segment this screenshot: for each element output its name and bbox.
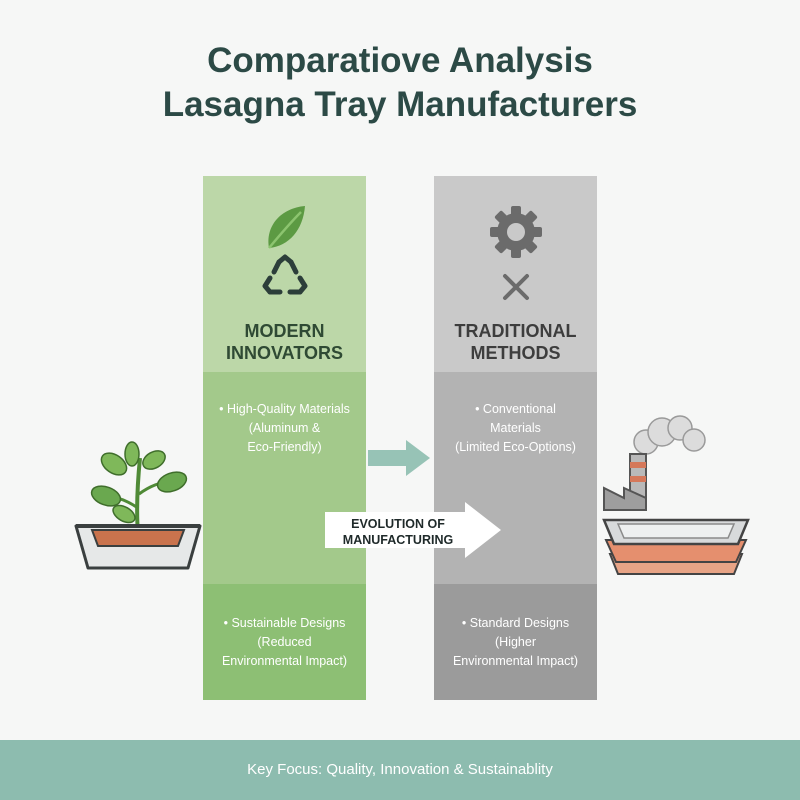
factory-trays-icon [602,415,750,575]
evolution-arrow: EVOLUTION OF MANUFACTURING [325,502,501,558]
traditional-methods-heading: TRADITIONAL METHODS [454,321,577,363]
recycle-icon [262,254,308,295]
evolution-label: EVOLUTION OF MANUFACTURING [342,517,454,547]
traditional-materials-panel [434,372,597,584]
leaf-icon [268,206,305,249]
modern-innovators-heading: MODERN INNOVATORS [225,321,343,363]
traditional-designs-text: • Standard Designs (Higher Environmental… [452,616,579,668]
title-line-2: Lasagna Tray Manufacturers [162,85,638,124]
plant-tray-icon [74,441,202,570]
transition-arrow-icon [368,440,430,476]
key-focus-text: Key Focus: Quality, Innovation & Sustain… [247,761,553,778]
modern-designs-text: • Sustainable Designs (Reduced Environme… [221,616,348,668]
traditional-materials-text: • Conventional Materials (Limited Eco-Op… [455,402,576,454]
x-mark-icon [503,274,529,300]
evolution-arrow-shape [325,502,501,558]
modern-designs-panel [203,584,366,700]
traditional-methods-column: TRADITIONAL METHODS • Conventional Mater… [434,176,597,700]
title-line-1: Comparatiove Analysis [207,41,593,80]
modern-header-panel [203,176,366,372]
gear-icon [490,206,542,258]
modern-materials-text: • High-Quality Materials (Aluminum & Eco… [219,402,350,454]
key-focus-banner: Key Focus: Quality, Innovation & Sustain… [0,740,800,800]
traditional-designs-panel [434,584,597,700]
modern-materials-panel [203,372,366,584]
modern-innovators-column: MODERN INNOVATORS • High-Quality Materia… [203,176,366,700]
